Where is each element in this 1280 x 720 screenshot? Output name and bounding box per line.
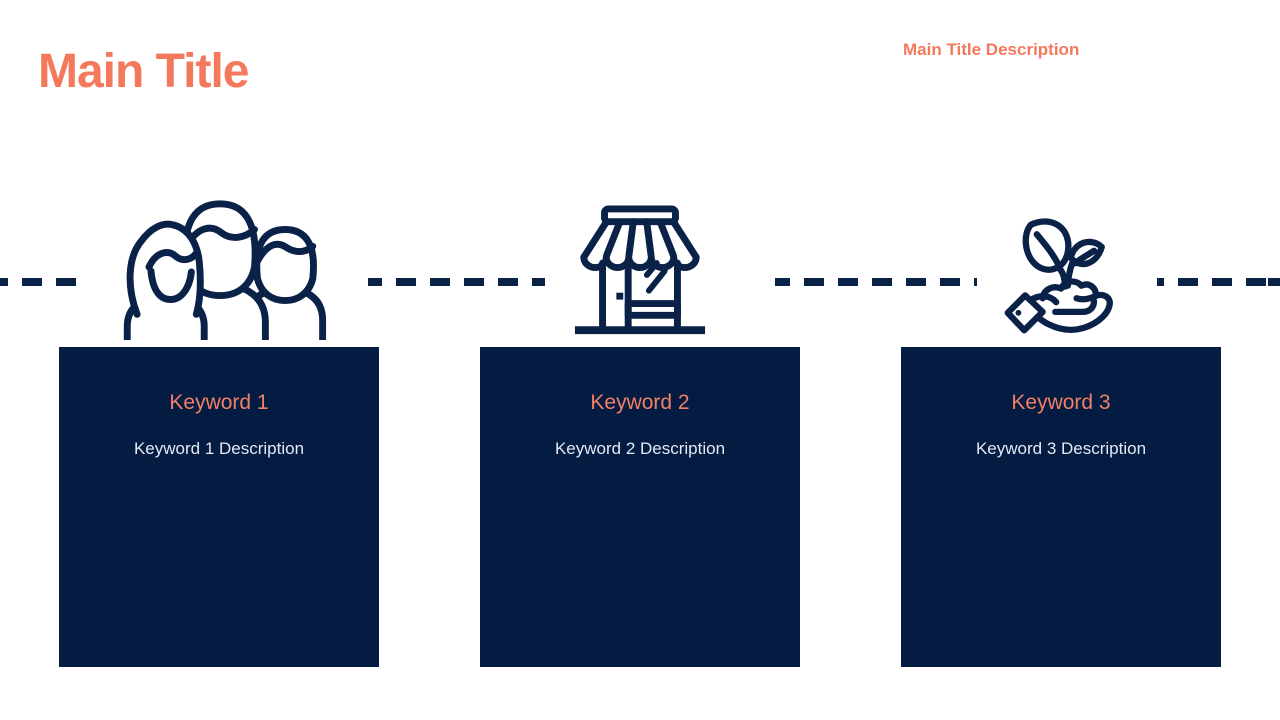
keyword-description: Keyword 2 Description <box>554 439 726 458</box>
keyword-title: Keyword 2 <box>590 391 690 414</box>
page-title: Main Title <box>38 45 249 98</box>
keyword-card: Keyword 2 Keyword 2 Description <box>480 347 800 667</box>
keyword-card: Keyword 3 Keyword 3 Description <box>901 347 1221 667</box>
keyword-title: Keyword 3 <box>1011 391 1111 414</box>
keyword-title: Keyword 1 <box>169 391 269 414</box>
hand-plant-icon <box>1004 218 1113 334</box>
keyword-description: Keyword 3 Description <box>975 439 1147 458</box>
keyword-description: Keyword 1 Description <box>133 439 305 458</box>
keyword-card: Keyword 1 Keyword 1 Description <box>59 347 379 667</box>
storefront-icon <box>574 205 706 335</box>
page-title-description: Main Title Description <box>903 40 1080 59</box>
people-group-icon <box>123 200 327 340</box>
